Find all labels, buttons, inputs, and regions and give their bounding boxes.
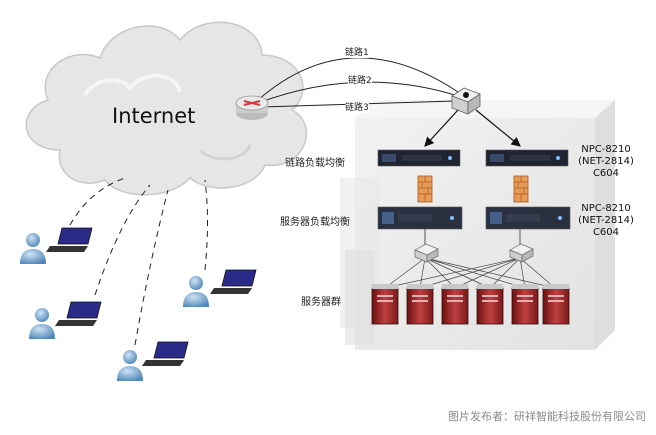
- switch-icon-left: [414, 243, 439, 263]
- cloud-label: Internet: [112, 104, 196, 128]
- link-label-2: 链路2: [348, 73, 372, 86]
- device-code: C604: [592, 168, 620, 179]
- device-label-upper: NPC-8210 (NET-2814) C604: [573, 144, 639, 180]
- server-icon: [542, 284, 570, 325]
- router-icon: [235, 95, 269, 120]
- user-icon: [20, 233, 46, 264]
- firewall-icon-right: [513, 175, 529, 203]
- laptop-icon: [55, 301, 102, 326]
- server-group: [371, 284, 570, 325]
- laptop-icon: [46, 227, 93, 252]
- laptop-icon: [142, 341, 189, 366]
- server-icon: [441, 284, 469, 325]
- user-icon: [29, 308, 55, 339]
- device-submodel: (NET-2814): [578, 215, 634, 226]
- server-icon: [476, 284, 504, 325]
- appliance-icon-server-lb-right: [485, 206, 571, 230]
- section-server-group: 服务器群: [301, 297, 341, 308]
- device-model: NPC-8210: [581, 144, 631, 155]
- user-icon: [117, 350, 143, 381]
- section-server-lb: 服务器负载均衡: [280, 217, 350, 228]
- laptop-icon: [210, 269, 257, 294]
- server-icon: [511, 284, 539, 325]
- device-code: C604: [592, 227, 620, 238]
- cloud-icon: [25, 21, 308, 196]
- user-icon: [183, 276, 209, 307]
- link-label-3: 链路3: [345, 100, 369, 113]
- firewall-icon-left: [417, 175, 433, 203]
- server-icon: [406, 284, 434, 325]
- appliance-icon-link-lb-left: [377, 149, 461, 167]
- user-links: [69, 177, 208, 346]
- server-mesh: [384, 257, 556, 289]
- appliance-icon-link-lb-right: [485, 149, 569, 167]
- section-link-lb: 链路负载均衡: [285, 158, 345, 169]
- switch-icon-right: [509, 243, 534, 263]
- switch-icon-top: [451, 87, 481, 115]
- device-submodel: (NET-2814): [578, 156, 634, 167]
- appliance-icon-server-lb-left: [377, 206, 463, 230]
- server-icon: [371, 284, 399, 325]
- publisher-credit: 图片发布者：研祥智能科技股份有限公司: [448, 410, 646, 423]
- link-label-1: 链路1: [345, 45, 369, 58]
- device-label-lower: NPC-8210 (NET-2814) C604: [573, 203, 639, 239]
- device-model: NPC-8210: [581, 203, 631, 214]
